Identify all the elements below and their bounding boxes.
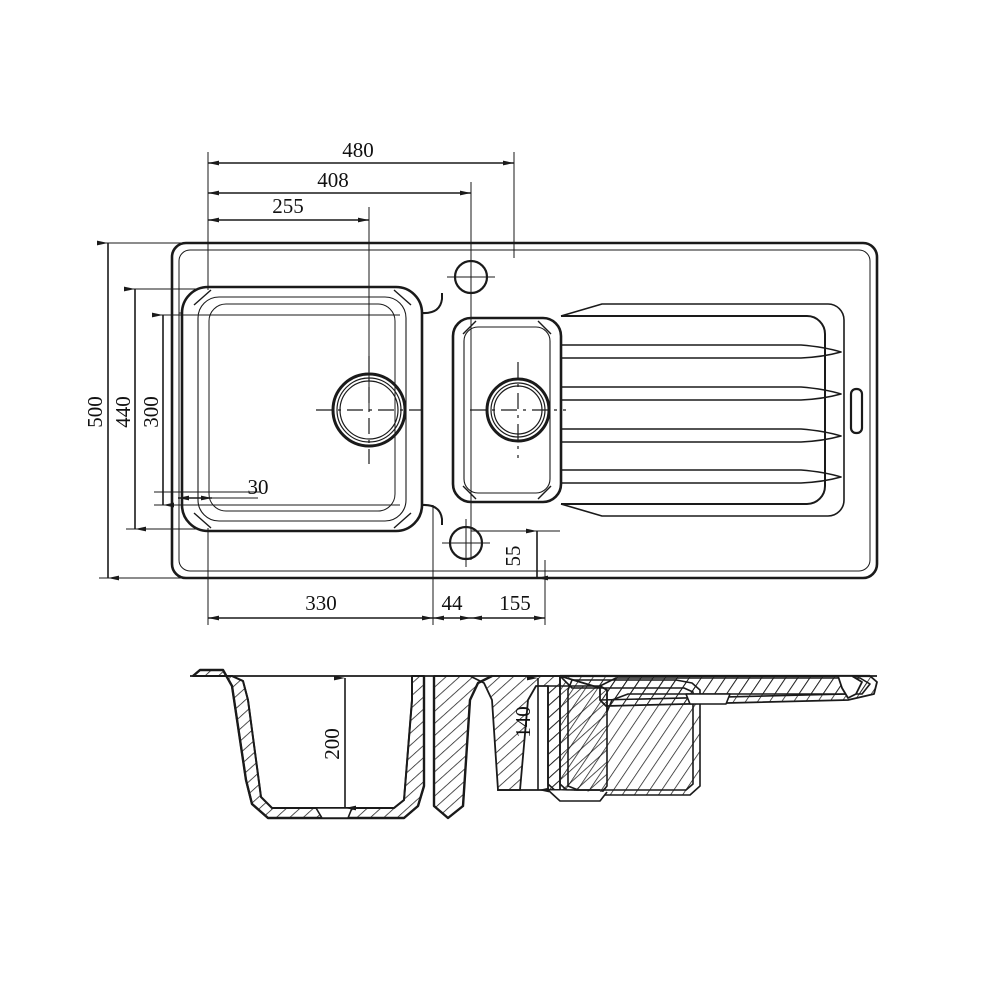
dim-label-480: 480 [342, 138, 374, 162]
dim-label-330: 330 [305, 591, 337, 615]
dim-label-140: 140 [511, 706, 535, 738]
dim-label-155: 155 [499, 591, 531, 615]
dim-label-500: 500 [83, 396, 107, 428]
extension-lines [99, 152, 560, 625]
main-bowl [180, 285, 424, 533]
dim-label-300: 300 [139, 396, 163, 428]
bowl-rim-fillets [179, 293, 443, 525]
tap-hole-lower [442, 519, 490, 567]
overflow-slot-icon [849, 387, 864, 435]
dim-140 [515, 675, 560, 793]
dim-label-408: 408 [317, 168, 349, 192]
dim-label-440: 440 [111, 396, 135, 428]
centre-lines [316, 356, 566, 464]
drainer-board [560, 303, 845, 517]
half-bowl [451, 316, 563, 504]
section-view [190, 668, 878, 820]
dim-label-55: 55 [501, 546, 525, 567]
dim-label-30: 30 [248, 475, 269, 499]
dim-label-255: 255 [272, 194, 304, 218]
dim-label-44: 44 [442, 591, 464, 615]
drainer-grooves [561, 344, 842, 484]
dimension-labels: 480 408 255 500 440 300 30 330 44 155 55… [83, 138, 535, 760]
dim-label-200: 200 [320, 728, 344, 760]
dim-200 [322, 675, 372, 811]
